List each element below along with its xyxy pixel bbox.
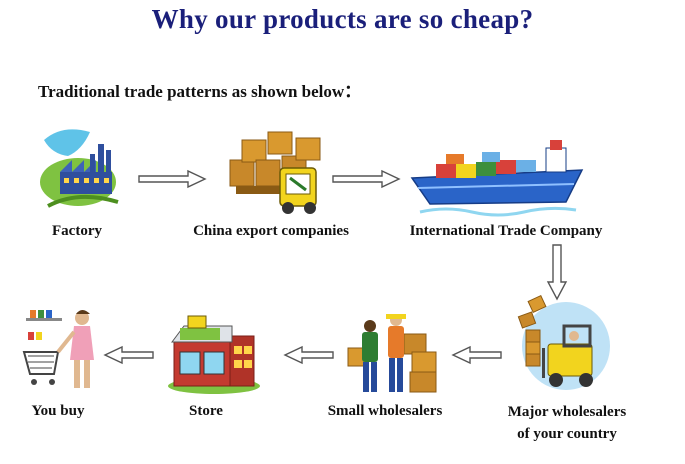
node-label-major: Major wholesalers of your country <box>494 401 640 445</box>
shopper-icon <box>22 310 94 388</box>
node-label-store: Store <box>189 403 223 419</box>
cargo-ship-icon <box>410 140 584 217</box>
diagram-subtitle: Traditional trade patterns as shown belo… <box>38 82 362 101</box>
node-label-international: International Trade Company <box>409 223 603 239</box>
arrow-export-to-international <box>332 169 401 189</box>
node-label-factory: Factory <box>52 223 102 239</box>
node-label-major-line2: of your country <box>517 426 617 442</box>
page-title: Why our products are so cheap? <box>151 4 534 34</box>
arrow-major-to-small <box>451 345 502 365</box>
factory-icon <box>40 129 119 208</box>
boxes-icon <box>229 131 321 214</box>
forklift-icon <box>517 294 610 390</box>
node-label-major-line1: Major wholesalers <box>507 404 627 420</box>
arrow-international-to-major <box>546 244 568 301</box>
arrow-small-to-store <box>283 345 334 365</box>
arrow-factory-to-export <box>138 169 207 189</box>
workers-icon <box>347 314 437 393</box>
arrow-store-to-you <box>103 345 154 365</box>
node-label-you: You buy <box>31 403 85 419</box>
store-icon <box>168 315 260 394</box>
node-label-export: China export companies <box>193 223 349 239</box>
node-label-small: Small wholesalers <box>327 403 443 419</box>
